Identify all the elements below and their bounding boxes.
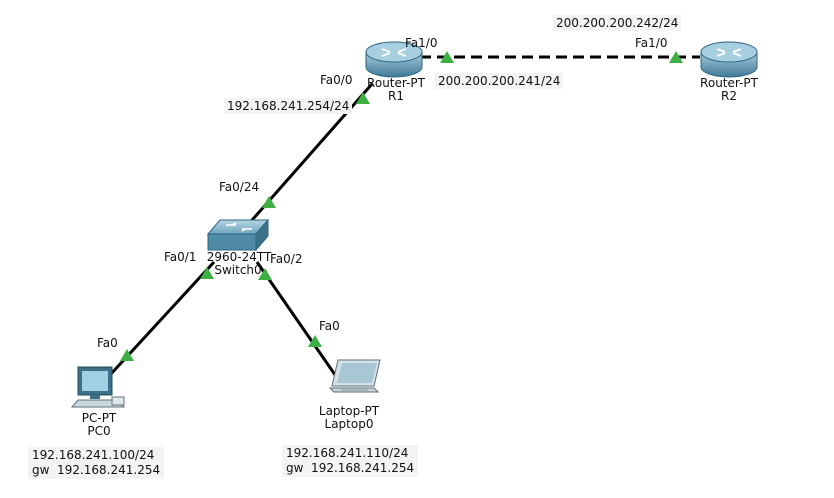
address-label-r1-fa10: 200.200.200.241/24 bbox=[435, 73, 564, 89]
port-indicator-r2-fa10 bbox=[669, 51, 683, 63]
device-model-label: Laptop-PT bbox=[318, 404, 380, 418]
laptop-icon[interactable] bbox=[328, 359, 381, 393]
note-ip: 192.168.241.110/24 bbox=[286, 446, 409, 460]
device-name-label: R2 bbox=[721, 89, 737, 103]
port-indicator-pc-fa0 bbox=[120, 349, 134, 361]
device-name-label: PC0 bbox=[87, 424, 111, 438]
router-icon[interactable] bbox=[365, 41, 423, 78]
address-label-r1-fa00: 192.168.241.254/24 bbox=[224, 98, 353, 114]
port-label-r1-fa00: Fa0/0 bbox=[320, 73, 353, 87]
port-indicator-laptop-fa0 bbox=[308, 335, 322, 347]
device-model-label: Router-PT bbox=[367, 76, 425, 90]
port-indicator-r1-fa00 bbox=[356, 92, 370, 104]
port-indicator-r1-fa10 bbox=[440, 51, 454, 63]
device-name-label: R1 bbox=[388, 89, 404, 103]
port-label-laptop-fa0: Fa0 bbox=[319, 319, 340, 333]
note-laptop0: 192.168.241.110/24 gw 192.168.241.254 bbox=[282, 445, 419, 477]
router-icon[interactable] bbox=[700, 41, 758, 78]
port-indicator-sw-fa02 bbox=[258, 268, 272, 280]
port-indicator-sw-fa01 bbox=[200, 267, 214, 279]
pc-icon[interactable] bbox=[70, 366, 126, 408]
links bbox=[108, 55, 700, 383]
address-label-r2-fa10: 200.200.200.242/24 bbox=[553, 15, 682, 31]
switch-icon[interactable] bbox=[206, 218, 270, 252]
device-name-label: Laptop0 bbox=[324, 417, 374, 431]
note-gateway: gw 192.168.241.254 bbox=[32, 463, 161, 477]
port-label-sw-fa01: Fa0/1 bbox=[164, 250, 197, 264]
port-label-r1-fa10: Fa1/0 bbox=[405, 36, 438, 50]
port-indicators bbox=[120, 51, 683, 361]
note-pc0: 192.168.241.100/24 gw 192.168.241.254 bbox=[28, 447, 165, 479]
note-gateway: gw 192.168.241.254 bbox=[286, 461, 415, 475]
port-label-sw-fa02: Fa0/2 bbox=[270, 252, 303, 266]
port-label-sw-fa024: Fa0/24 bbox=[219, 180, 260, 194]
note-ip: 192.168.241.100/24 bbox=[32, 448, 155, 462]
port-label-r2-fa10: Fa1/0 bbox=[635, 36, 668, 50]
device-name-label: Switch0 bbox=[214, 263, 262, 277]
device-model-label: 2960-24TT bbox=[206, 250, 272, 264]
link-switch0-laptop0[interactable] bbox=[255, 261, 342, 383]
port-label-pc-fa0: Fa0 bbox=[97, 336, 118, 350]
device-model-label: PC-PT bbox=[81, 411, 117, 425]
port-indicator-sw-fa024 bbox=[262, 196, 276, 208]
device-model-label: Router-PT bbox=[700, 76, 758, 90]
